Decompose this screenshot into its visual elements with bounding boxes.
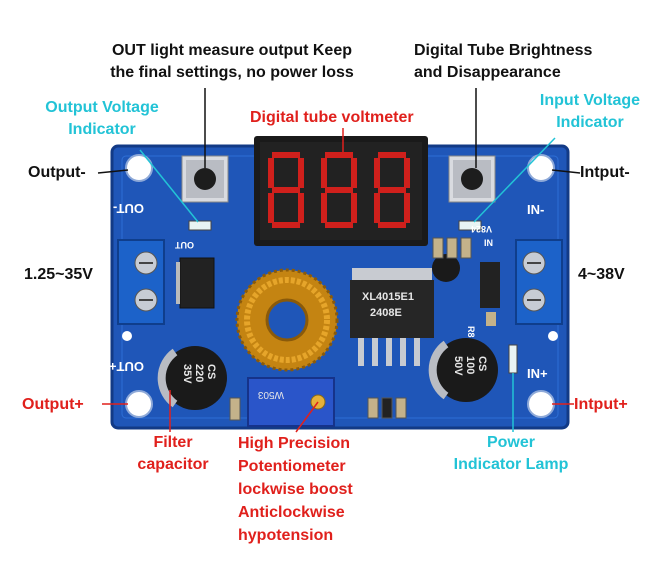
cap-left-mark-1: CS	[205, 364, 217, 379]
silk-out-minus: OUT-	[113, 201, 144, 216]
mount-hole-top-left	[125, 154, 153, 182]
power-indicator-led	[508, 344, 518, 374]
chip-marking-1: XL4015E1	[362, 291, 414, 303]
label-pot-line1: High Precision	[238, 435, 351, 452]
label-output-voltage-line1: Output Voltage	[45, 99, 159, 116]
silk-in-small: IN	[484, 238, 493, 248]
label-brightness-line2: and Disappearance	[414, 64, 561, 81]
leader-input-voltage	[473, 137, 556, 223]
label-input-voltage-line1: Input Voltage	[539, 92, 641, 109]
digital-tube-display	[254, 136, 428, 246]
chip-marking-2: 2408E	[370, 307, 402, 319]
silk-version: V824	[471, 224, 492, 234]
mount-hole-top-right	[527, 154, 555, 182]
cap-right-mark-2: 100	[464, 356, 476, 374]
label-filter-line1: Filter	[153, 434, 193, 451]
cap-right-mark-1: CS	[476, 356, 488, 371]
mount-hole-bottom-left	[125, 390, 153, 418]
brightness-push-button	[448, 155, 496, 203]
label-filter-capacitor: Filter capacitor	[118, 432, 228, 476]
label-input-voltage-line2: Indicator	[556, 114, 624, 131]
input-screw-terminal	[515, 239, 563, 325]
label-output-plus: Output+	[22, 396, 84, 413]
leader-output-voltage	[139, 149, 199, 223]
label-output-voltage-indicator: Output Voltage Indicator	[30, 97, 174, 141]
mount-hole-bottom-right	[527, 390, 555, 418]
xl4015-chip	[350, 268, 434, 366]
label-pot-line4: Anticlockwise	[238, 504, 345, 521]
label-input-plus: Intput+	[574, 396, 628, 413]
pot-code: W503	[257, 389, 284, 400]
silk-in-minus: IN-	[527, 202, 544, 217]
label-pot-line2: Potentiometer	[238, 458, 346, 475]
label-output-voltage-line2: Indicator	[68, 121, 136, 138]
label-output-range: 1.25~35V	[24, 266, 93, 283]
label-brightness: Digital Tube Brightness and Disappearanc…	[414, 40, 592, 84]
label-brightness-line1: Digital Tube Brightness	[414, 42, 593, 59]
out-push-button	[181, 155, 229, 203]
label-input-range: 4~38V	[578, 266, 625, 283]
leader-output-minus	[97, 169, 129, 174]
label-input-voltage-indicator: Input Voltage Indicator	[524, 90, 656, 134]
label-out-light: OUT light measure output Keep the final …	[92, 40, 372, 84]
input-voltage-led	[458, 220, 482, 231]
label-out-light-line1: OUT light measure output Keep	[111, 42, 352, 59]
input-capacitor	[428, 338, 498, 402]
silk-out-plus: OUT+	[109, 359, 144, 374]
leader-pot	[295, 401, 319, 433]
transistor	[432, 254, 460, 282]
silk-out-small: OUT	[175, 240, 195, 250]
label-power-line2: Indicator Lamp	[453, 456, 569, 473]
silk-in-plus: IN+	[527, 366, 548, 381]
label-power-indicator: Power Indicator Lamp	[440, 432, 582, 476]
output-voltage-led	[188, 220, 212, 231]
label-voltmeter: Digital tube voltmeter	[250, 109, 414, 126]
label-pot-line5: hypotension	[238, 527, 334, 544]
toroid-inductor	[235, 268, 339, 372]
leader-input-minus	[551, 169, 581, 174]
label-out-light-line2: the final settings, no power loss	[110, 64, 354, 81]
label-output-minus: Output-	[28, 164, 86, 181]
cap-left-mark-3: 35V	[181, 364, 193, 384]
output-screw-terminal	[117, 239, 165, 325]
silk-r8: R8	[466, 326, 476, 338]
label-input-minus: Intput-	[580, 164, 630, 181]
label-power-line1: Power	[486, 434, 535, 451]
smd-diode-left	[179, 257, 215, 309]
cap-right-mark-3: 50V	[452, 356, 464, 376]
label-pot-line3: lockwise boost	[238, 481, 353, 498]
label-filter-line2: capacitor	[137, 456, 209, 473]
label-potentiometer: High Precision Potentiometer lockwise bo…	[238, 432, 353, 547]
potentiometer	[247, 377, 335, 427]
cap-left-mark-2: 220	[193, 364, 205, 382]
